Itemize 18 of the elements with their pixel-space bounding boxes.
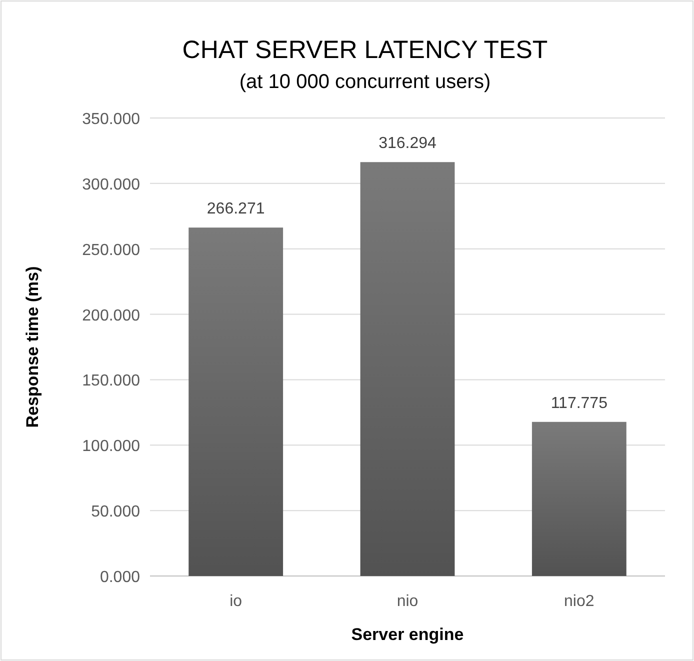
tick-label: 250.000: [82, 242, 140, 259]
axis-title: Response time (ms): [23, 266, 42, 428]
tick-label: 300.000: [82, 176, 140, 194]
tick-label: 200.000: [82, 307, 140, 324]
category-label: nio: [396, 593, 418, 610]
tick-label: 50.000: [91, 504, 140, 521]
category-label: io: [230, 593, 242, 610]
tick-label: 100.000: [82, 438, 140, 456]
value-label: 316.294: [378, 135, 436, 152]
chart-title: CHAT SERVER LATENCY TEST: [182, 36, 548, 64]
value-label: 117.775: [550, 394, 608, 412]
value-label: 266.271: [206, 200, 265, 218]
tick-label: 150.000: [82, 372, 140, 390]
axis-title: Server engine: [351, 625, 464, 644]
category-label: nio2: [564, 593, 594, 610]
chart-subtitle: (at 10 000 concurrent users): [239, 71, 491, 93]
tick-label: 0.000: [100, 569, 140, 586]
tick-label: 350.000: [82, 111, 140, 128]
